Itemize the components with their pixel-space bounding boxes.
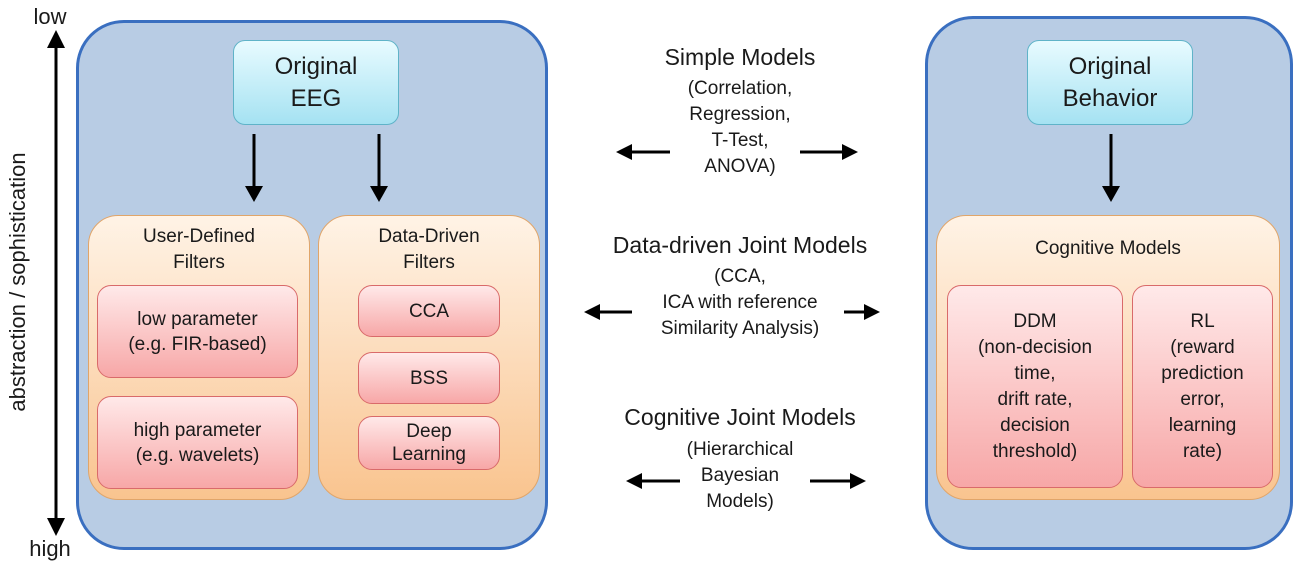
simple-models-title: Simple Models: [664, 44, 816, 70]
cognitive-models-title: Cognitive Models: [1035, 238, 1181, 259]
data-driven-joint-models-arrows: [584, 304, 880, 320]
rl-model: RL (reward prediction error, learning ra…: [1132, 285, 1273, 488]
cognitive-joint-models-arrows: [626, 473, 866, 489]
original-eeg-box: Original EEG: [233, 40, 399, 125]
data-driven-filters-title: Data-Driven Filters: [378, 226, 480, 273]
low-parameter-filter: low parameter (e.g. FIR-based): [97, 285, 298, 378]
cognitive-joint-models-title: Cognitive Joint Models: [624, 404, 856, 430]
data-driven-joint-models-list: (CCA, ICA with reference Similarity Anal…: [660, 266, 820, 339]
cca-filter: CCA: [358, 285, 500, 337]
behavior-arrow: [1102, 134, 1120, 202]
bss-filter: BSS: [358, 352, 500, 404]
deep-learning-filter: Deep Learning: [358, 416, 500, 470]
axis-label: abstraction / sophistication: [5, 152, 30, 412]
axis-high-label: high: [29, 536, 71, 561]
user-defined-filters-title: User-Defined Filters: [143, 226, 255, 273]
original-behavior-box: Original Behavior: [1027, 40, 1193, 125]
simple-models-list: (Correlation, Regression, T-Test, ANOVA): [687, 78, 793, 177]
ddm-model: DDM (non-decision time, drift rate, deci…: [947, 285, 1123, 488]
cognitive-joint-models-list: (Hierarchical Bayesian Models): [686, 439, 794, 512]
high-parameter-filter: high parameter (e.g. wavelets): [97, 396, 298, 489]
simple-models-arrows: [616, 144, 858, 160]
data-driven-joint-models-title: Data-driven Joint Models: [612, 232, 868, 258]
axis-low-label: low: [33, 4, 67, 29]
eeg-arrows: [245, 134, 388, 202]
axis-double-arrow: [47, 30, 65, 536]
